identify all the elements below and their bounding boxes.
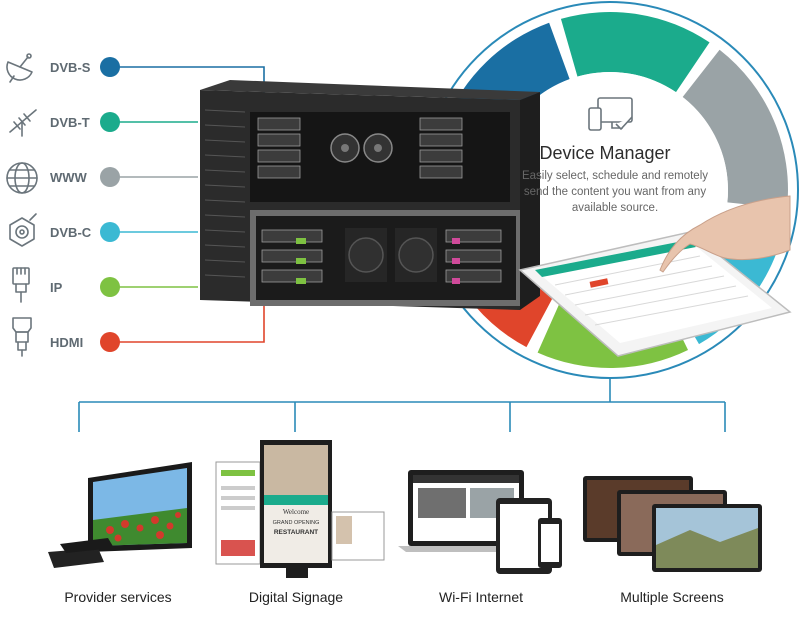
output-label-digital-signage: Digital Signage	[248, 589, 344, 605]
tuner-cards	[257, 117, 502, 283]
tv-settopbox-icon	[48, 462, 192, 568]
ip-dot	[100, 277, 120, 297]
source-dots	[100, 57, 120, 352]
media-server-chassis	[200, 80, 540, 310]
device-manager-description: Easily select, schedule and remotely sen…	[521, 170, 708, 214]
hdmi-dot	[100, 332, 120, 352]
hdmi-line	[110, 305, 265, 343]
output-label-multiple-screens: Multiple Screens	[620, 589, 724, 605]
source-label-ip: IP	[50, 280, 63, 295]
card-leds	[296, 238, 460, 284]
output-distribution-lines	[78, 378, 726, 432]
device-manager-title: Device Manager	[539, 143, 671, 163]
coax-connector-icon	[9, 213, 37, 247]
dvb-c-dot	[100, 222, 120, 242]
signage-text-grand-opening: GRAND OPENING	[273, 520, 320, 526]
signage-displays-icon: Welcome GRAND OPENING RESTAURANT	[215, 440, 385, 578]
source-label-dvb-c: DVB-C	[50, 225, 92, 240]
satellite-dish-icon	[6, 53, 33, 83]
fan-left	[330, 133, 360, 163]
source-label-dvb-t: DVB-T	[50, 115, 90, 130]
dvb-t-dot	[100, 112, 120, 132]
signage-text-welcome: Welcome	[283, 508, 309, 516]
fan-lower-left	[345, 228, 387, 282]
source-label-hdmi: HDMI	[50, 335, 84, 350]
dvb-s-dot	[100, 57, 120, 77]
multiple-screens-icon	[583, 476, 762, 572]
fan-right	[363, 133, 393, 163]
source-label-dvb-s: DVB-S	[50, 60, 91, 75]
laptop-tablet-phone-icon	[398, 470, 562, 574]
www-dot	[100, 167, 120, 187]
hdmi-plug-icon	[12, 317, 32, 357]
signage-text-restaurant: RESTAURANT	[274, 529, 318, 536]
ring-segment-teal	[560, 12, 710, 93]
devices-check-icon	[588, 97, 633, 131]
side-vents	[204, 109, 246, 278]
ring-segment-grey	[682, 49, 788, 209]
antenna-icon	[9, 109, 37, 137]
output-label-provider-services: Provider services	[64, 589, 172, 605]
output-label-wifi-internet: Wi-Fi Internet	[438, 589, 523, 605]
fan-lower-right	[395, 228, 437, 282]
ethernet-plug-icon	[12, 267, 30, 303]
globe-icon	[6, 162, 38, 194]
source-label-www: WWW	[50, 170, 87, 185]
hand-icon	[659, 195, 791, 273]
tablet-device-manager	[518, 195, 792, 357]
